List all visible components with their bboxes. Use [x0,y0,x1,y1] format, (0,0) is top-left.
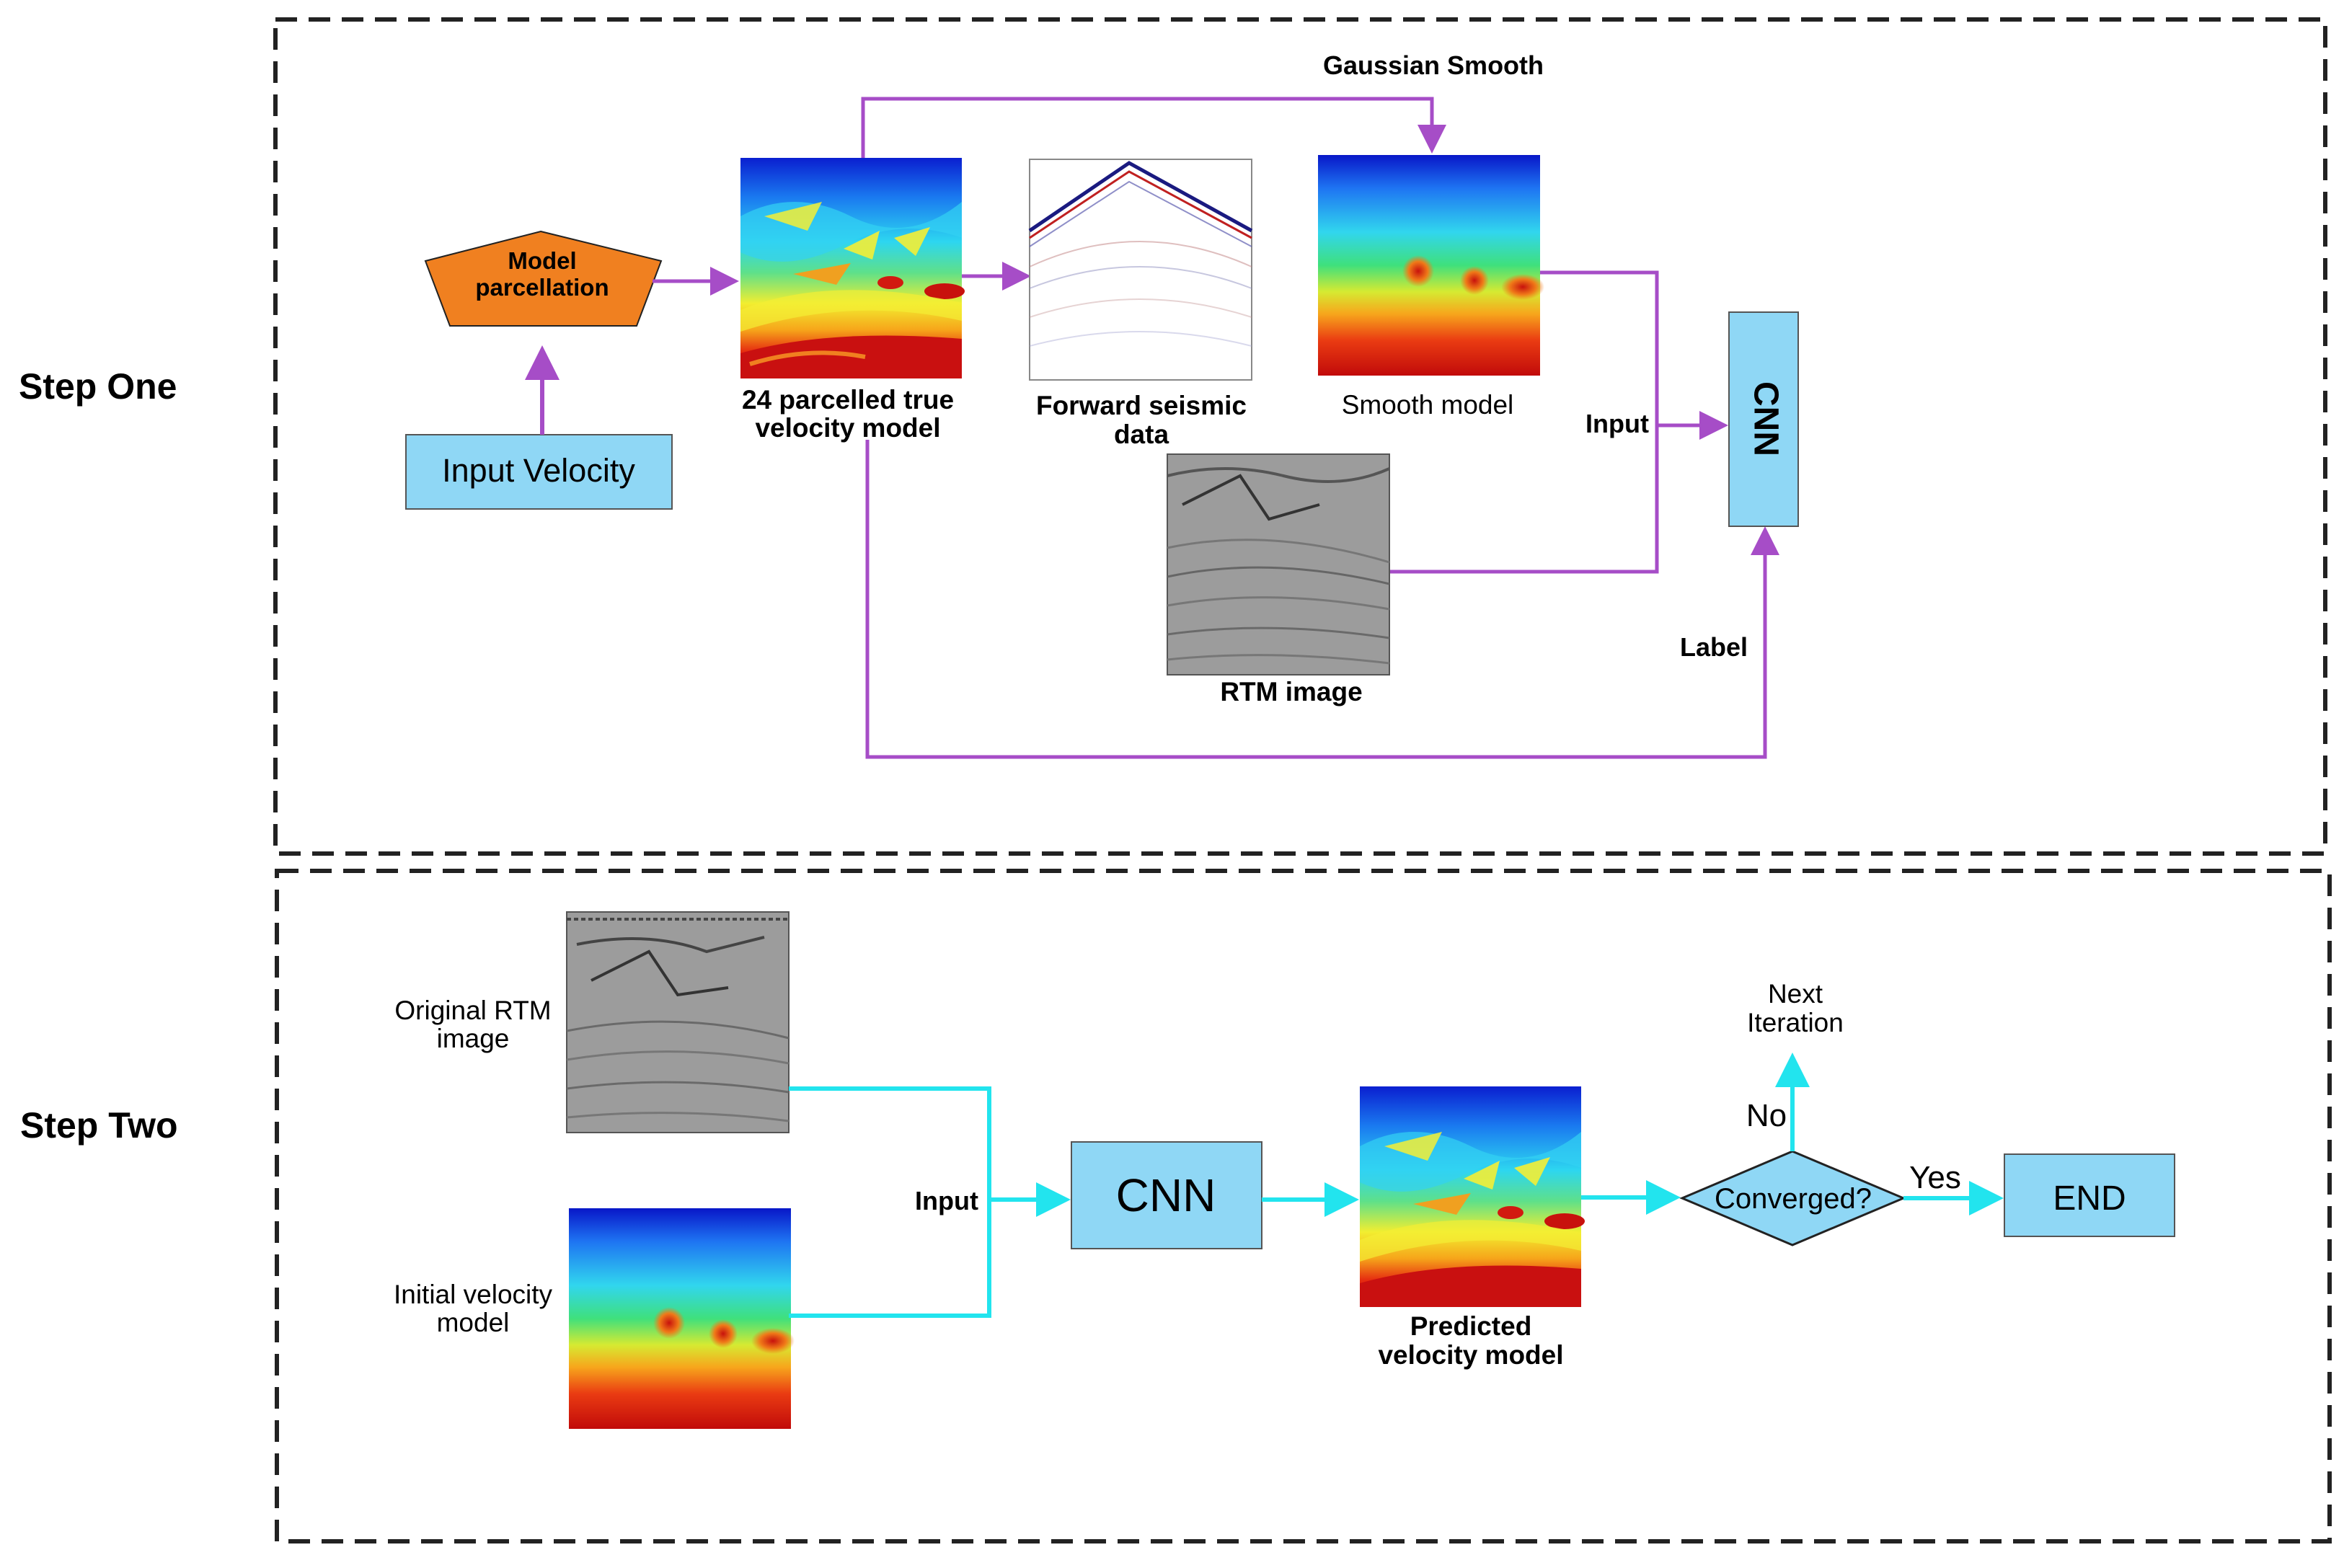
converged-label: Converged? [1715,1183,1872,1215]
yes-label: Yes [1909,1160,1961,1195]
cnn-label-step-one: CNN [1746,381,1784,456]
input-label-step-two: Input [915,1186,978,1215]
input-velocity-node: Input Velocity [405,434,673,510]
arrow-original-rtm-to-junction [789,1086,991,1318]
rtm-image [1167,453,1390,676]
input-label-step-one: Input [1585,409,1649,438]
predicted-caption-line1: Predicted [1410,1311,1532,1341]
initial-velocity-caption-line1: Initial velocity [394,1280,553,1309]
step-two-label: Step Two [20,1105,178,1146]
original-rtm-caption-line2: image [437,1024,510,1053]
smooth-model-image [1318,155,1544,376]
original-rtm-caption-line1: Original RTM [394,996,551,1025]
next-iteration-line2: Iteration [1747,1008,1844,1037]
cnn-node-step-two: CNN [1071,1141,1262,1249]
forward-seismic-image [1028,159,1253,381]
label-label: Label [1680,632,1748,662]
gaussian-smooth-path [861,97,1446,158]
forward-caption-line1: Forward seismic [1036,391,1247,420]
model-parcellation-line1: Model [508,247,576,274]
smooth-caption: Smooth model [1342,390,1514,420]
true-model-caption-line2: velocity model [755,413,940,443]
step-one-label: Step One [19,366,177,407]
converged-decision: Converged? [1679,1150,1906,1246]
original-rtm-image [566,911,790,1133]
end-label: END [2053,1179,2126,1218]
initial-velocity-image [569,1208,795,1429]
forward-caption-line2: data [1114,420,1169,449]
step-one-panel [273,17,2327,856]
cnn-label-step-two: CNN [1116,1169,1216,1221]
arrow-true-model-label-to-cnn [865,440,1779,759]
no-label: No [1746,1098,1787,1133]
step-two-panel [275,869,2332,1543]
true-velocity-model-image [740,158,965,378]
arrow-smooth-to-cnn [1540,270,1728,440]
initial-velocity-caption-line2: model [437,1308,510,1337]
true-model-caption-line1: 24 parcelled true [742,385,954,415]
input-velocity-label: Input Velocity [442,452,635,489]
arrow-rtm-to-junction [1389,425,1659,574]
end-node: END [2004,1153,2175,1237]
next-iteration-line1: Next [1768,979,1823,1009]
predicted-caption-line2: velocity model [1378,1340,1563,1370]
model-parcellation-node: Model parcellation [424,230,663,327]
rtm-caption: RTM image [1220,677,1362,707]
gaussian-smooth-label: Gaussian Smooth [1323,50,1544,80]
cnn-node-step-one: CNN [1728,311,1799,527]
model-parcellation-line2: parcellation [475,274,609,301]
predicted-velocity-image [1360,1086,1585,1307]
